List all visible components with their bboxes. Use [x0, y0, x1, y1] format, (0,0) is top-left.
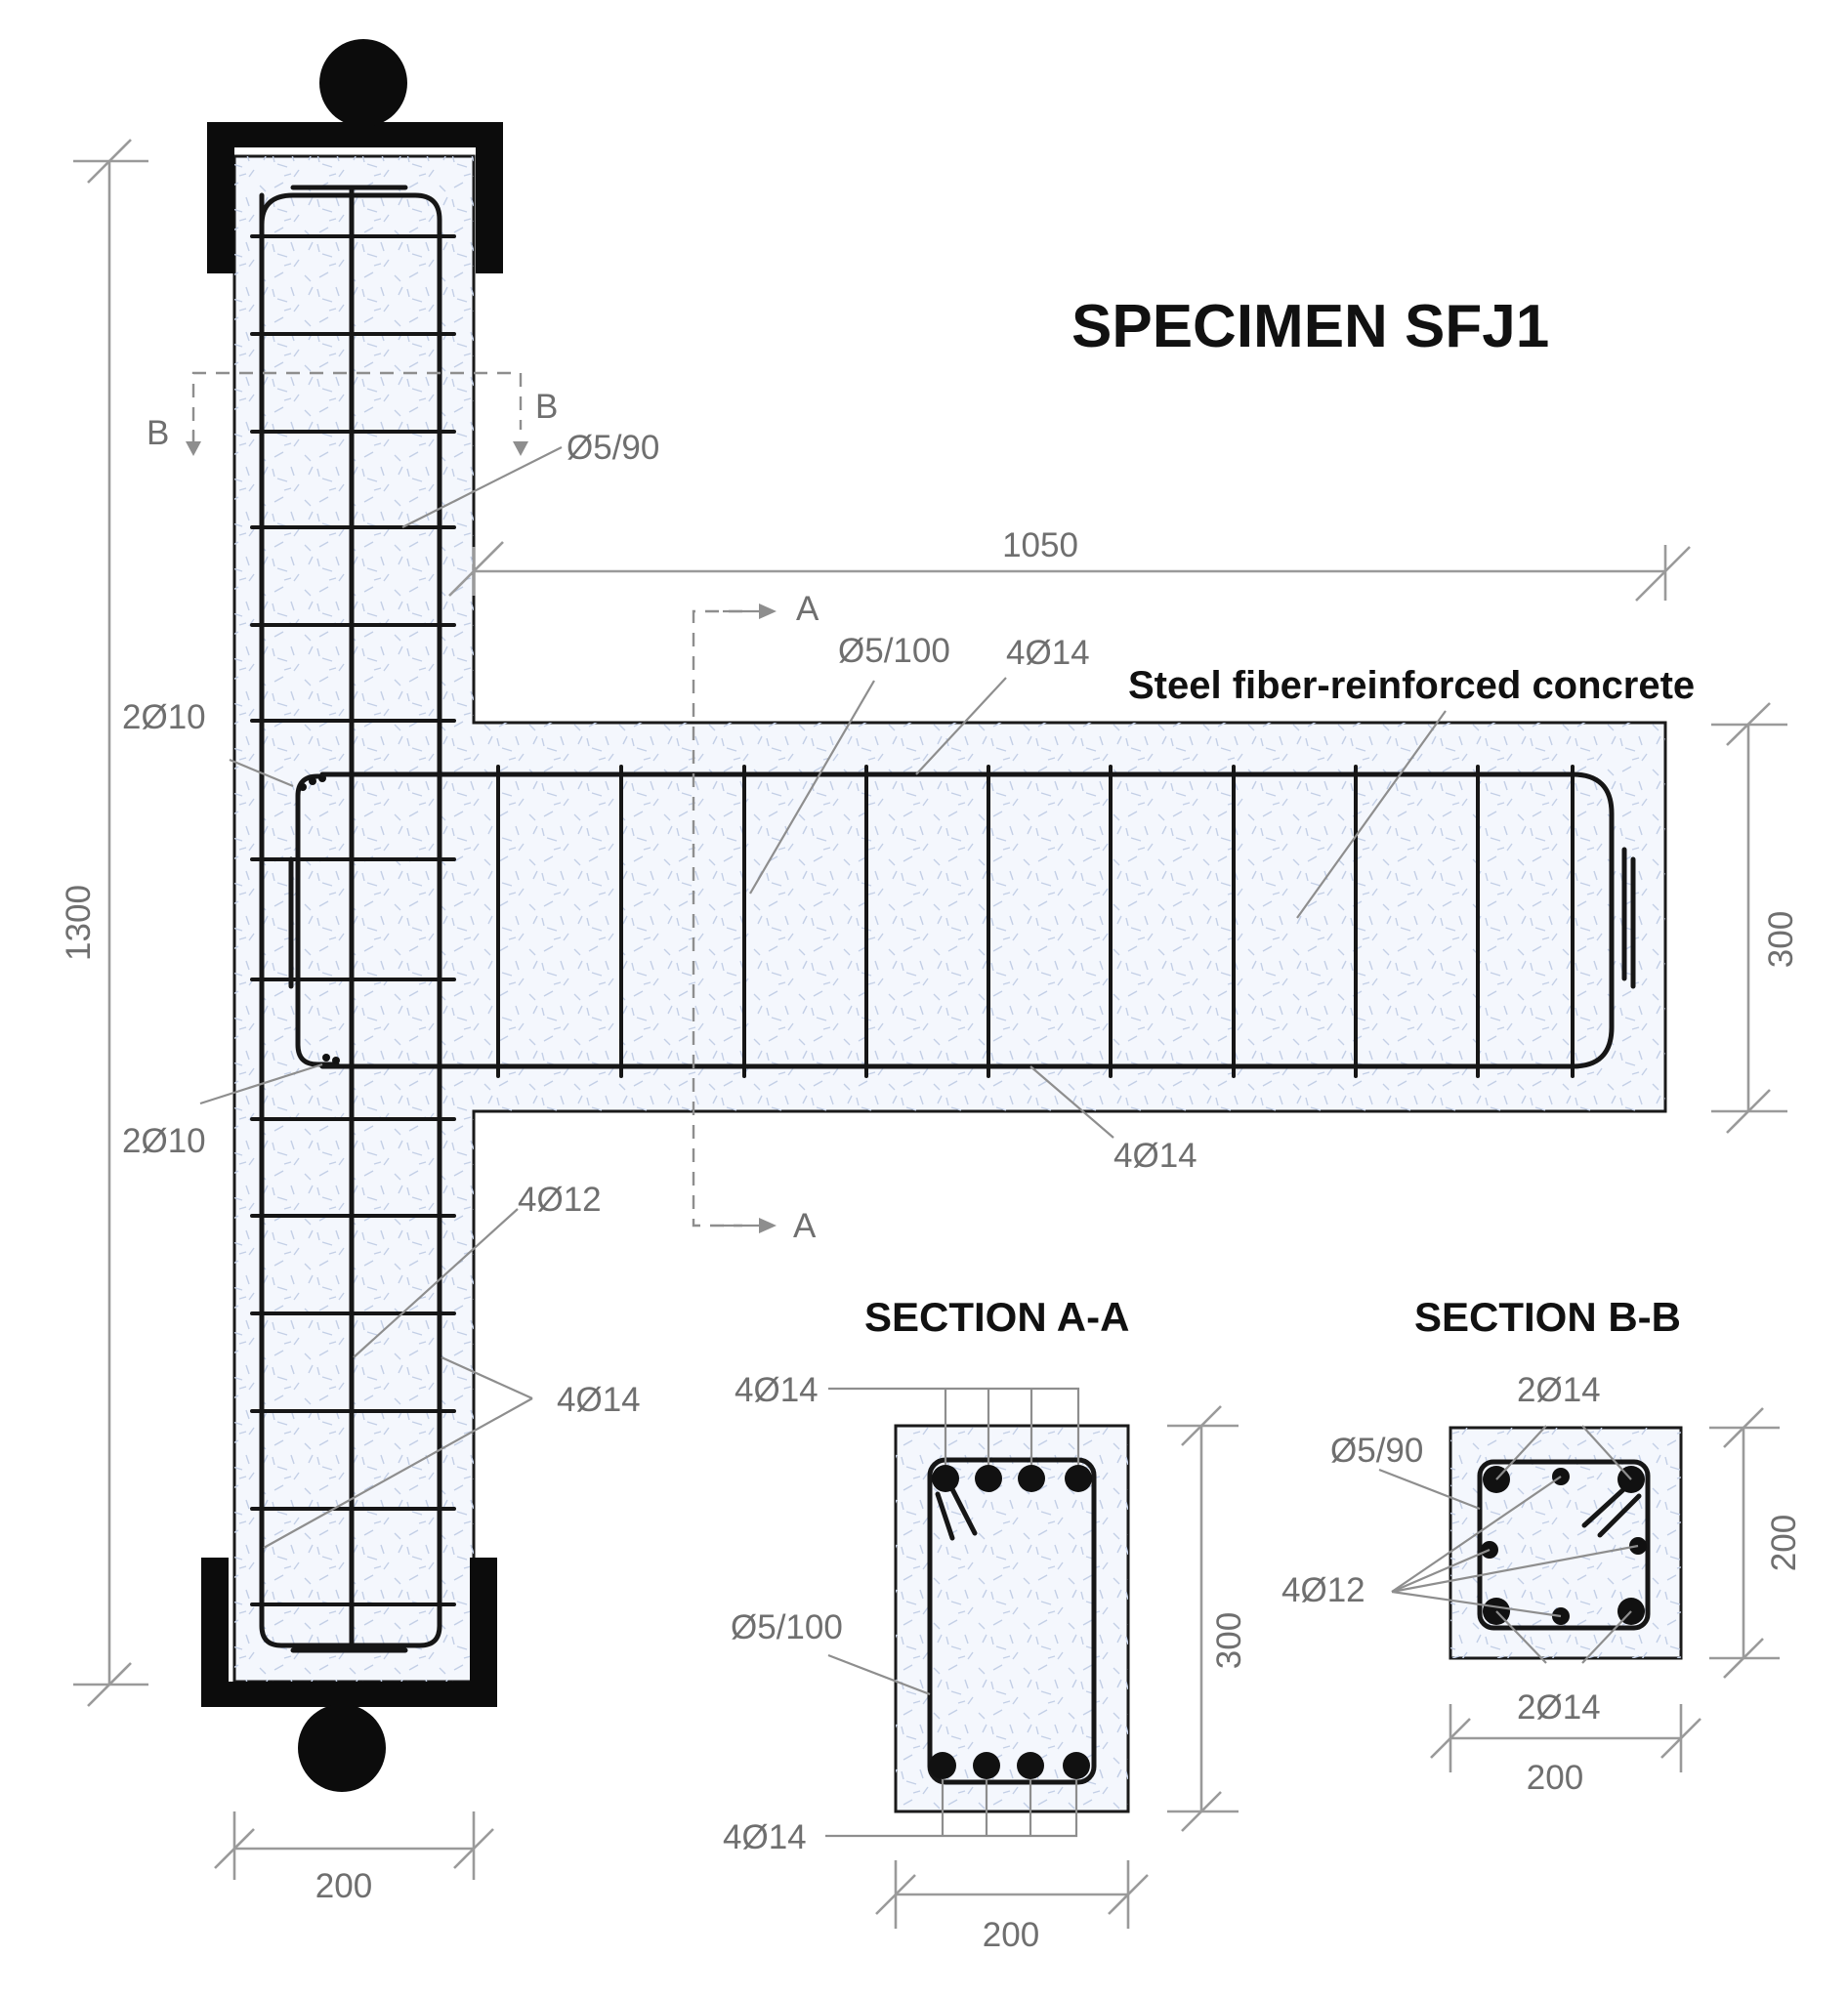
cut-b-label-right: B	[535, 388, 558, 426]
column-stirrups	[250, 234, 456, 1606]
section-b-height-label: 200	[1765, 1515, 1803, 1571]
column-reinforcement	[250, 185, 456, 1653]
column-height-dimension: 1300	[60, 139, 148, 1707]
beam-stirrups	[496, 765, 1575, 1078]
fiber-texture	[234, 156, 1665, 1682]
cut-a-label-top: A	[796, 590, 819, 628]
top-roller-icon	[319, 39, 407, 127]
joint-bars-bottom-callout: 2Ø10	[122, 1122, 206, 1160]
section-a-a: SECTION A-A 4Ø14 4Ø14 Ø5/100	[723, 1294, 1248, 1954]
beam-top-bars-callout: 4Ø14	[1006, 634, 1090, 672]
section-b-title: SECTION B-B	[1414, 1294, 1681, 1340]
top-support	[207, 39, 503, 273]
cut-b-label-left: B	[147, 414, 169, 452]
section-a-stirrup-callout: Ø5/100	[731, 1608, 843, 1646]
section-a-bottom-bars-callout: 4Ø14	[723, 1818, 807, 1856]
section-a-top-bars-callout: 4Ø14	[735, 1371, 819, 1409]
section-b-stirrup	[1477, 1459, 1651, 1631]
column-beam-elevation: B B A A 1300 200	[60, 39, 1800, 1905]
section-b-b: SECTION B-B 2Ø14 2Ø14 Ø5/90 4Ø	[1281, 1294, 1803, 1797]
section-a-title: SECTION A-A	[864, 1294, 1129, 1340]
section-b-top-bars-callout: 2Ø14	[1517, 1371, 1601, 1409]
column-stirrup-callout: Ø5/90	[567, 429, 659, 467]
material-label: Steel fiber-reinforced concrete	[1128, 664, 1695, 707]
section-cut-a: A A	[692, 590, 819, 1245]
beam-bottom-bars-callout: 4Ø14	[1113, 1137, 1197, 1175]
elevation-callouts: Ø5/90 2Ø10 2Ø10 4Ø12 4Ø14 Ø5/100 4Ø14 4Ø…	[122, 429, 1695, 1549]
column-width-dimension: 200	[214, 1811, 494, 1905]
beam-stirrup-callout: Ø5/100	[838, 632, 950, 670]
beam-length-label: 1050	[1002, 526, 1078, 564]
section-a-stirrup	[927, 1457, 1097, 1785]
beam-depth-dimension: 300	[1711, 702, 1800, 1134]
section-a-height-label: 300	[1210, 1612, 1248, 1669]
section-a-top-bars	[932, 1465, 1092, 1492]
joint-bars-top-callout: 2Ø10	[122, 698, 206, 736]
column-corner-bars-callout: 4Ø14	[557, 1381, 641, 1419]
section-a-bottom-bars	[929, 1752, 1090, 1779]
section-b-bottom-bars-callout: 2Ø14	[1517, 1688, 1601, 1727]
bottom-roller-icon	[298, 1704, 386, 1792]
column-long-bars-callout: 4Ø12	[518, 1181, 602, 1219]
column-height-label: 1300	[60, 885, 98, 961]
bottom-support	[201, 1558, 497, 1792]
joint-hook-bars	[288, 773, 340, 1067]
section-a-width-label: 200	[983, 1916, 1039, 1954]
beam-reinforcement	[319, 765, 1636, 1078]
page-title: SPECIMEN SFJ1	[1071, 293, 1549, 360]
column-width-label: 200	[315, 1867, 372, 1905]
beam-length-dimension: 1050	[448, 526, 1691, 602]
section-cut-b: B B	[147, 371, 558, 456]
section-b-stirrup-callout: Ø5/90	[1330, 1432, 1423, 1470]
beam-depth-label: 300	[1762, 911, 1800, 968]
cut-a-label-bottom: A	[793, 1207, 817, 1245]
section-b-width-label: 200	[1527, 1759, 1583, 1797]
section-b-side-bars-callout: 4Ø12	[1281, 1571, 1365, 1609]
